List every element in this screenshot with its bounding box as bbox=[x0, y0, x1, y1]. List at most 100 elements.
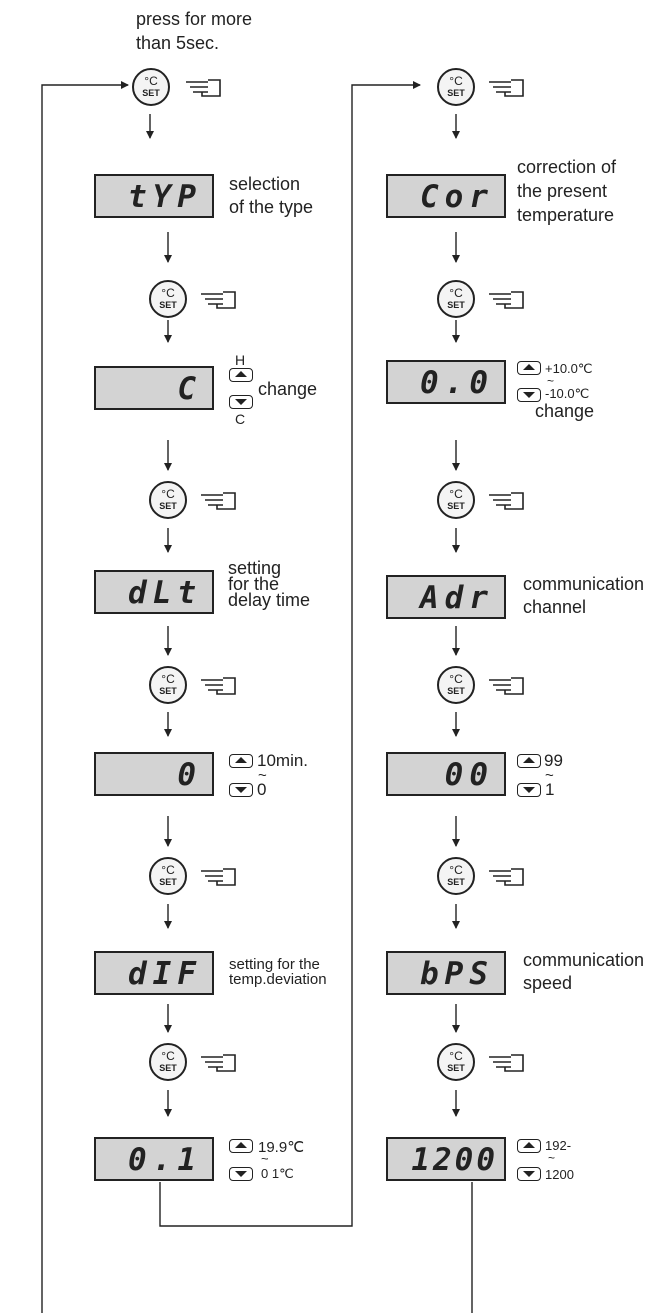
loop-back-arrow bbox=[41, 81, 129, 1313]
range-min: 1200 bbox=[545, 1167, 574, 1182]
up-arrow-button[interactable] bbox=[517, 754, 541, 768]
pointing-hand-icon bbox=[489, 492, 524, 510]
lcd-display-adr-value: 00 bbox=[386, 752, 506, 796]
dlt-label-line-1: setting bbox=[228, 558, 282, 578]
down-arrow-button[interactable] bbox=[229, 783, 253, 797]
up-arrow-button[interactable] bbox=[229, 754, 253, 768]
pointing-hand-icon bbox=[201, 492, 236, 510]
range-max: +10.0℃ bbox=[545, 361, 593, 376]
cor-label-line-1: correction of bbox=[517, 157, 617, 177]
set-label: SET bbox=[447, 877, 465, 887]
celsius-label: °C bbox=[161, 672, 175, 686]
lcd-text: 0.0 bbox=[420, 365, 494, 401]
range-min: 1 bbox=[545, 780, 555, 799]
celsius-label: °C bbox=[449, 487, 463, 501]
typ-label-line-1: selection bbox=[229, 174, 301, 194]
set-label: SET bbox=[142, 88, 160, 98]
set-label: SET bbox=[447, 686, 465, 696]
range-max: 19.9℃ bbox=[258, 1139, 305, 1156]
typ-label-line-2: of the type bbox=[229, 197, 314, 217]
lcd-display-cor: Cor bbox=[386, 174, 506, 218]
dlt-label-line-3: delay time bbox=[228, 590, 311, 610]
set-label: SET bbox=[159, 501, 177, 511]
set-button[interactable]: °C SET bbox=[437, 481, 475, 519]
pointing-hand-icon bbox=[201, 868, 236, 886]
up-arrow-button[interactable] bbox=[229, 368, 253, 382]
set-button[interactable]: °C SET bbox=[149, 481, 187, 519]
lcd-text: 00 bbox=[444, 757, 494, 793]
lcd-display-type-value: C bbox=[94, 366, 214, 410]
pointing-hand-icon bbox=[489, 291, 524, 309]
lcd-display-typ: tYP bbox=[94, 174, 214, 218]
bps-label-line-1: communication bbox=[523, 950, 645, 970]
up-arrow-button[interactable] bbox=[517, 1139, 541, 1153]
set-button[interactable]: °C SET bbox=[437, 68, 475, 106]
lcd-display-dif-value: 0.1 bbox=[94, 1137, 214, 1181]
range-max: 10min. bbox=[257, 751, 309, 770]
lcd-text: dIF bbox=[128, 956, 202, 992]
celsius-label: °C bbox=[449, 672, 463, 686]
lcd-display-delay-value: 0 bbox=[94, 752, 214, 796]
down-arrow-button[interactable] bbox=[517, 1167, 541, 1181]
up-arrow-button[interactable] bbox=[229, 1139, 253, 1153]
set-label: SET bbox=[447, 501, 465, 511]
pointing-hand-icon bbox=[489, 677, 524, 695]
set-button[interactable]: °C SET bbox=[149, 1043, 187, 1081]
range-min: 0 1℃ bbox=[261, 1166, 294, 1181]
lcd-text: Cor bbox=[420, 179, 494, 215]
down-arrow-button[interactable] bbox=[517, 388, 541, 402]
dif-label-line-2: temp.deviation bbox=[229, 971, 327, 988]
celsius-label: °C bbox=[161, 487, 175, 501]
lcd-display-dlt: dLt bbox=[94, 570, 214, 614]
down-arrow-button[interactable] bbox=[229, 1167, 253, 1181]
set-button[interactable]: °C SET bbox=[149, 857, 187, 895]
lcd-display-bps: bPS bbox=[386, 951, 506, 995]
dif-label-line-1: setting for the bbox=[229, 956, 320, 973]
bps-label-line-2: speed bbox=[523, 973, 573, 993]
lcd-text: 0.1 bbox=[128, 1142, 202, 1178]
down-arrow-button[interactable] bbox=[229, 395, 253, 409]
range-tilde: ~ bbox=[547, 374, 555, 388]
pointing-hand-icon bbox=[201, 291, 236, 309]
pointing-hand-icon bbox=[201, 1054, 236, 1072]
pointing-hand-icon bbox=[201, 677, 236, 695]
cor-label-line-2: the present bbox=[517, 181, 608, 201]
lcd-display-bps-value: 1200 bbox=[386, 1137, 506, 1181]
cor-label-line-3: temperature bbox=[517, 205, 615, 225]
range-min: 0 bbox=[257, 780, 267, 799]
celsius-label: °C bbox=[449, 74, 463, 88]
change-label: change bbox=[258, 379, 318, 399]
set-label: SET bbox=[159, 1063, 177, 1073]
down-arrow-button[interactable] bbox=[517, 783, 541, 797]
set-label: SET bbox=[159, 300, 177, 310]
dlt-label-line-2: for the bbox=[228, 574, 280, 594]
set-button[interactable]: °C SET bbox=[437, 857, 475, 895]
range-tilde: ~ bbox=[258, 767, 267, 784]
pointing-hand-icon bbox=[489, 1054, 524, 1072]
set-button[interactable]: °C SET bbox=[149, 280, 187, 318]
set-button[interactable]: °C SET bbox=[149, 666, 187, 704]
set-label: SET bbox=[159, 686, 177, 696]
lcd-text: bPS bbox=[420, 956, 494, 992]
set-button[interactable]: °C SET bbox=[437, 1043, 475, 1081]
range-tilde: ~ bbox=[545, 767, 554, 784]
up-arrow-button[interactable] bbox=[517, 361, 541, 375]
down-option-label: C bbox=[235, 411, 246, 427]
lcd-text: Adr bbox=[420, 580, 494, 616]
lcd-text: 0 bbox=[177, 757, 202, 793]
celsius-label: °C bbox=[161, 286, 175, 300]
lcd-text: 1200 bbox=[411, 1142, 498, 1178]
lcd-text: tYP bbox=[128, 179, 202, 215]
lcd-text: dLt bbox=[128, 575, 202, 611]
celsius-label: °C bbox=[449, 863, 463, 877]
set-button[interactable]: °C SET bbox=[437, 280, 475, 318]
change-label: change bbox=[535, 401, 595, 421]
range-max: 99 bbox=[544, 751, 563, 770]
range-max: 192- bbox=[545, 1138, 572, 1153]
adr-label-line-2: channel bbox=[523, 597, 587, 617]
range-min: -10.0℃ bbox=[545, 386, 590, 401]
celsius-label: °C bbox=[144, 74, 158, 88]
set-button[interactable]: °C SET bbox=[437, 666, 475, 704]
lcd-text: C bbox=[177, 371, 202, 407]
set-button[interactable]: °C SET bbox=[132, 68, 170, 106]
